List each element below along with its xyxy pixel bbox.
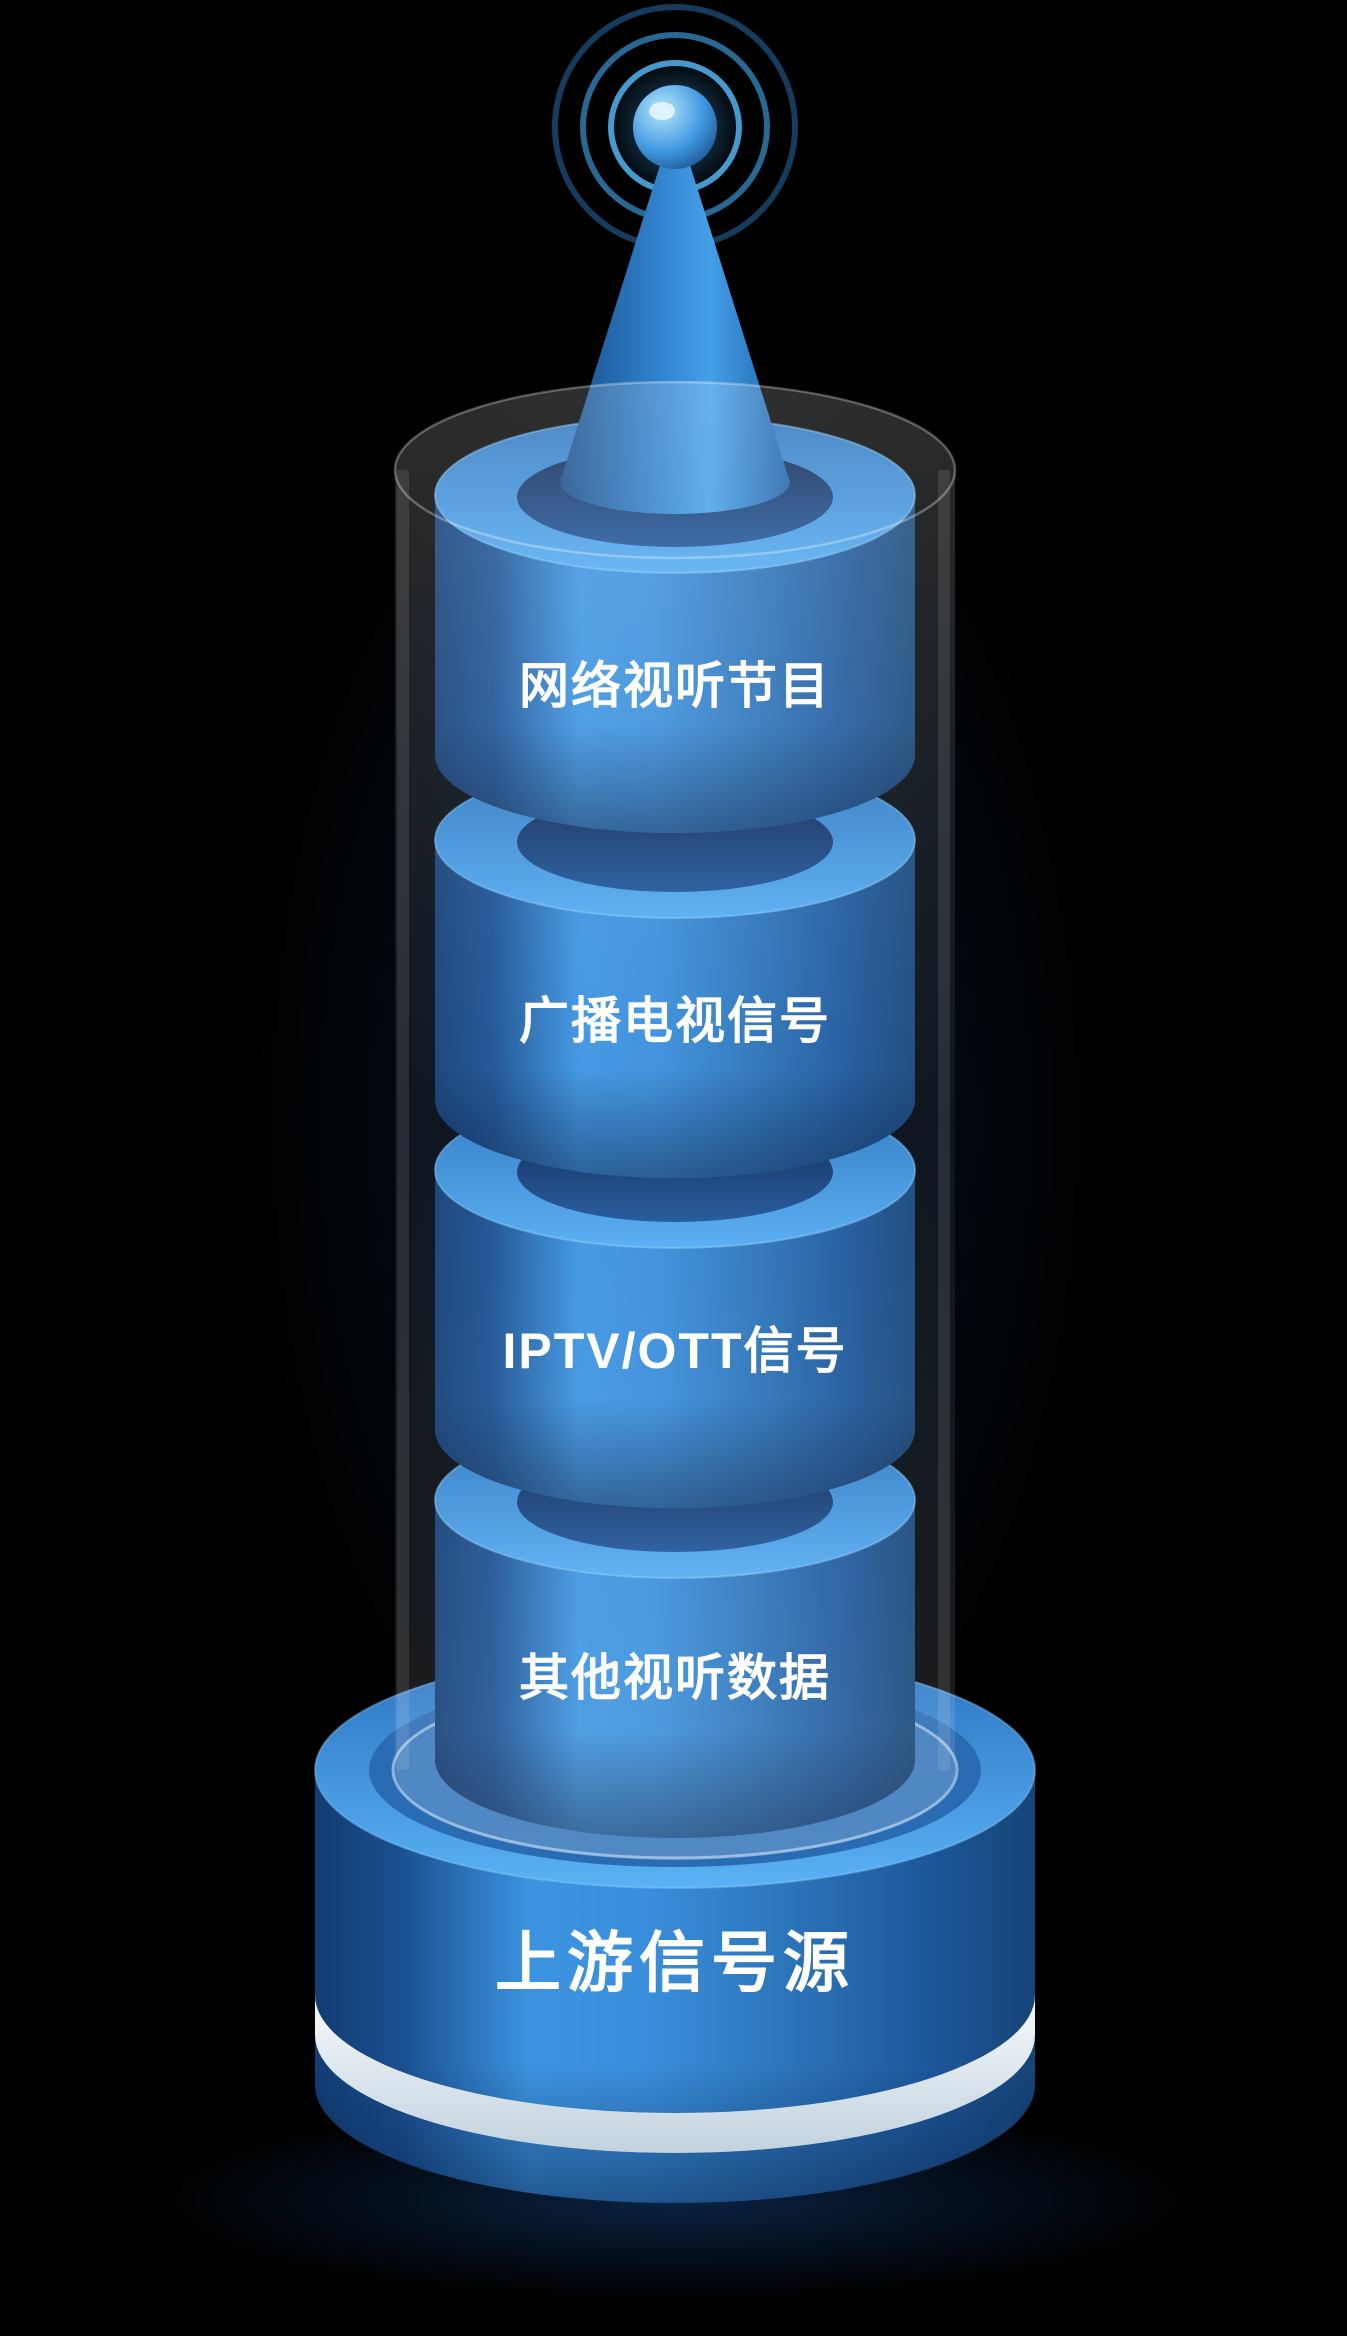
base-stripe xyxy=(315,1995,1035,2153)
segment-label-2: 广播电视信号 xyxy=(519,993,831,1049)
antenna-ball xyxy=(633,85,717,169)
base-body-shade xyxy=(315,1770,1035,2203)
glass-tube-body xyxy=(395,382,955,1860)
base-label: 上游信号源 xyxy=(495,1925,855,1999)
glass-tube-top-rim xyxy=(393,380,957,560)
segment-label-1: 网络视听节目 xyxy=(519,658,831,714)
labels: 网络视听节目 广播电视信号 IPTV/OTT信号 其他视听数据 上游信号源 xyxy=(495,658,855,1999)
segment-label-3: IPTV/OTT信号 xyxy=(503,1323,848,1379)
glass-tube-left-highlight xyxy=(397,470,409,1770)
glass-tube xyxy=(393,380,957,1860)
antenna-ball-highlight xyxy=(649,102,675,120)
glass-tube-right-highlight xyxy=(938,470,950,1770)
segment-label-4: 其他视听数据 xyxy=(519,1650,831,1706)
